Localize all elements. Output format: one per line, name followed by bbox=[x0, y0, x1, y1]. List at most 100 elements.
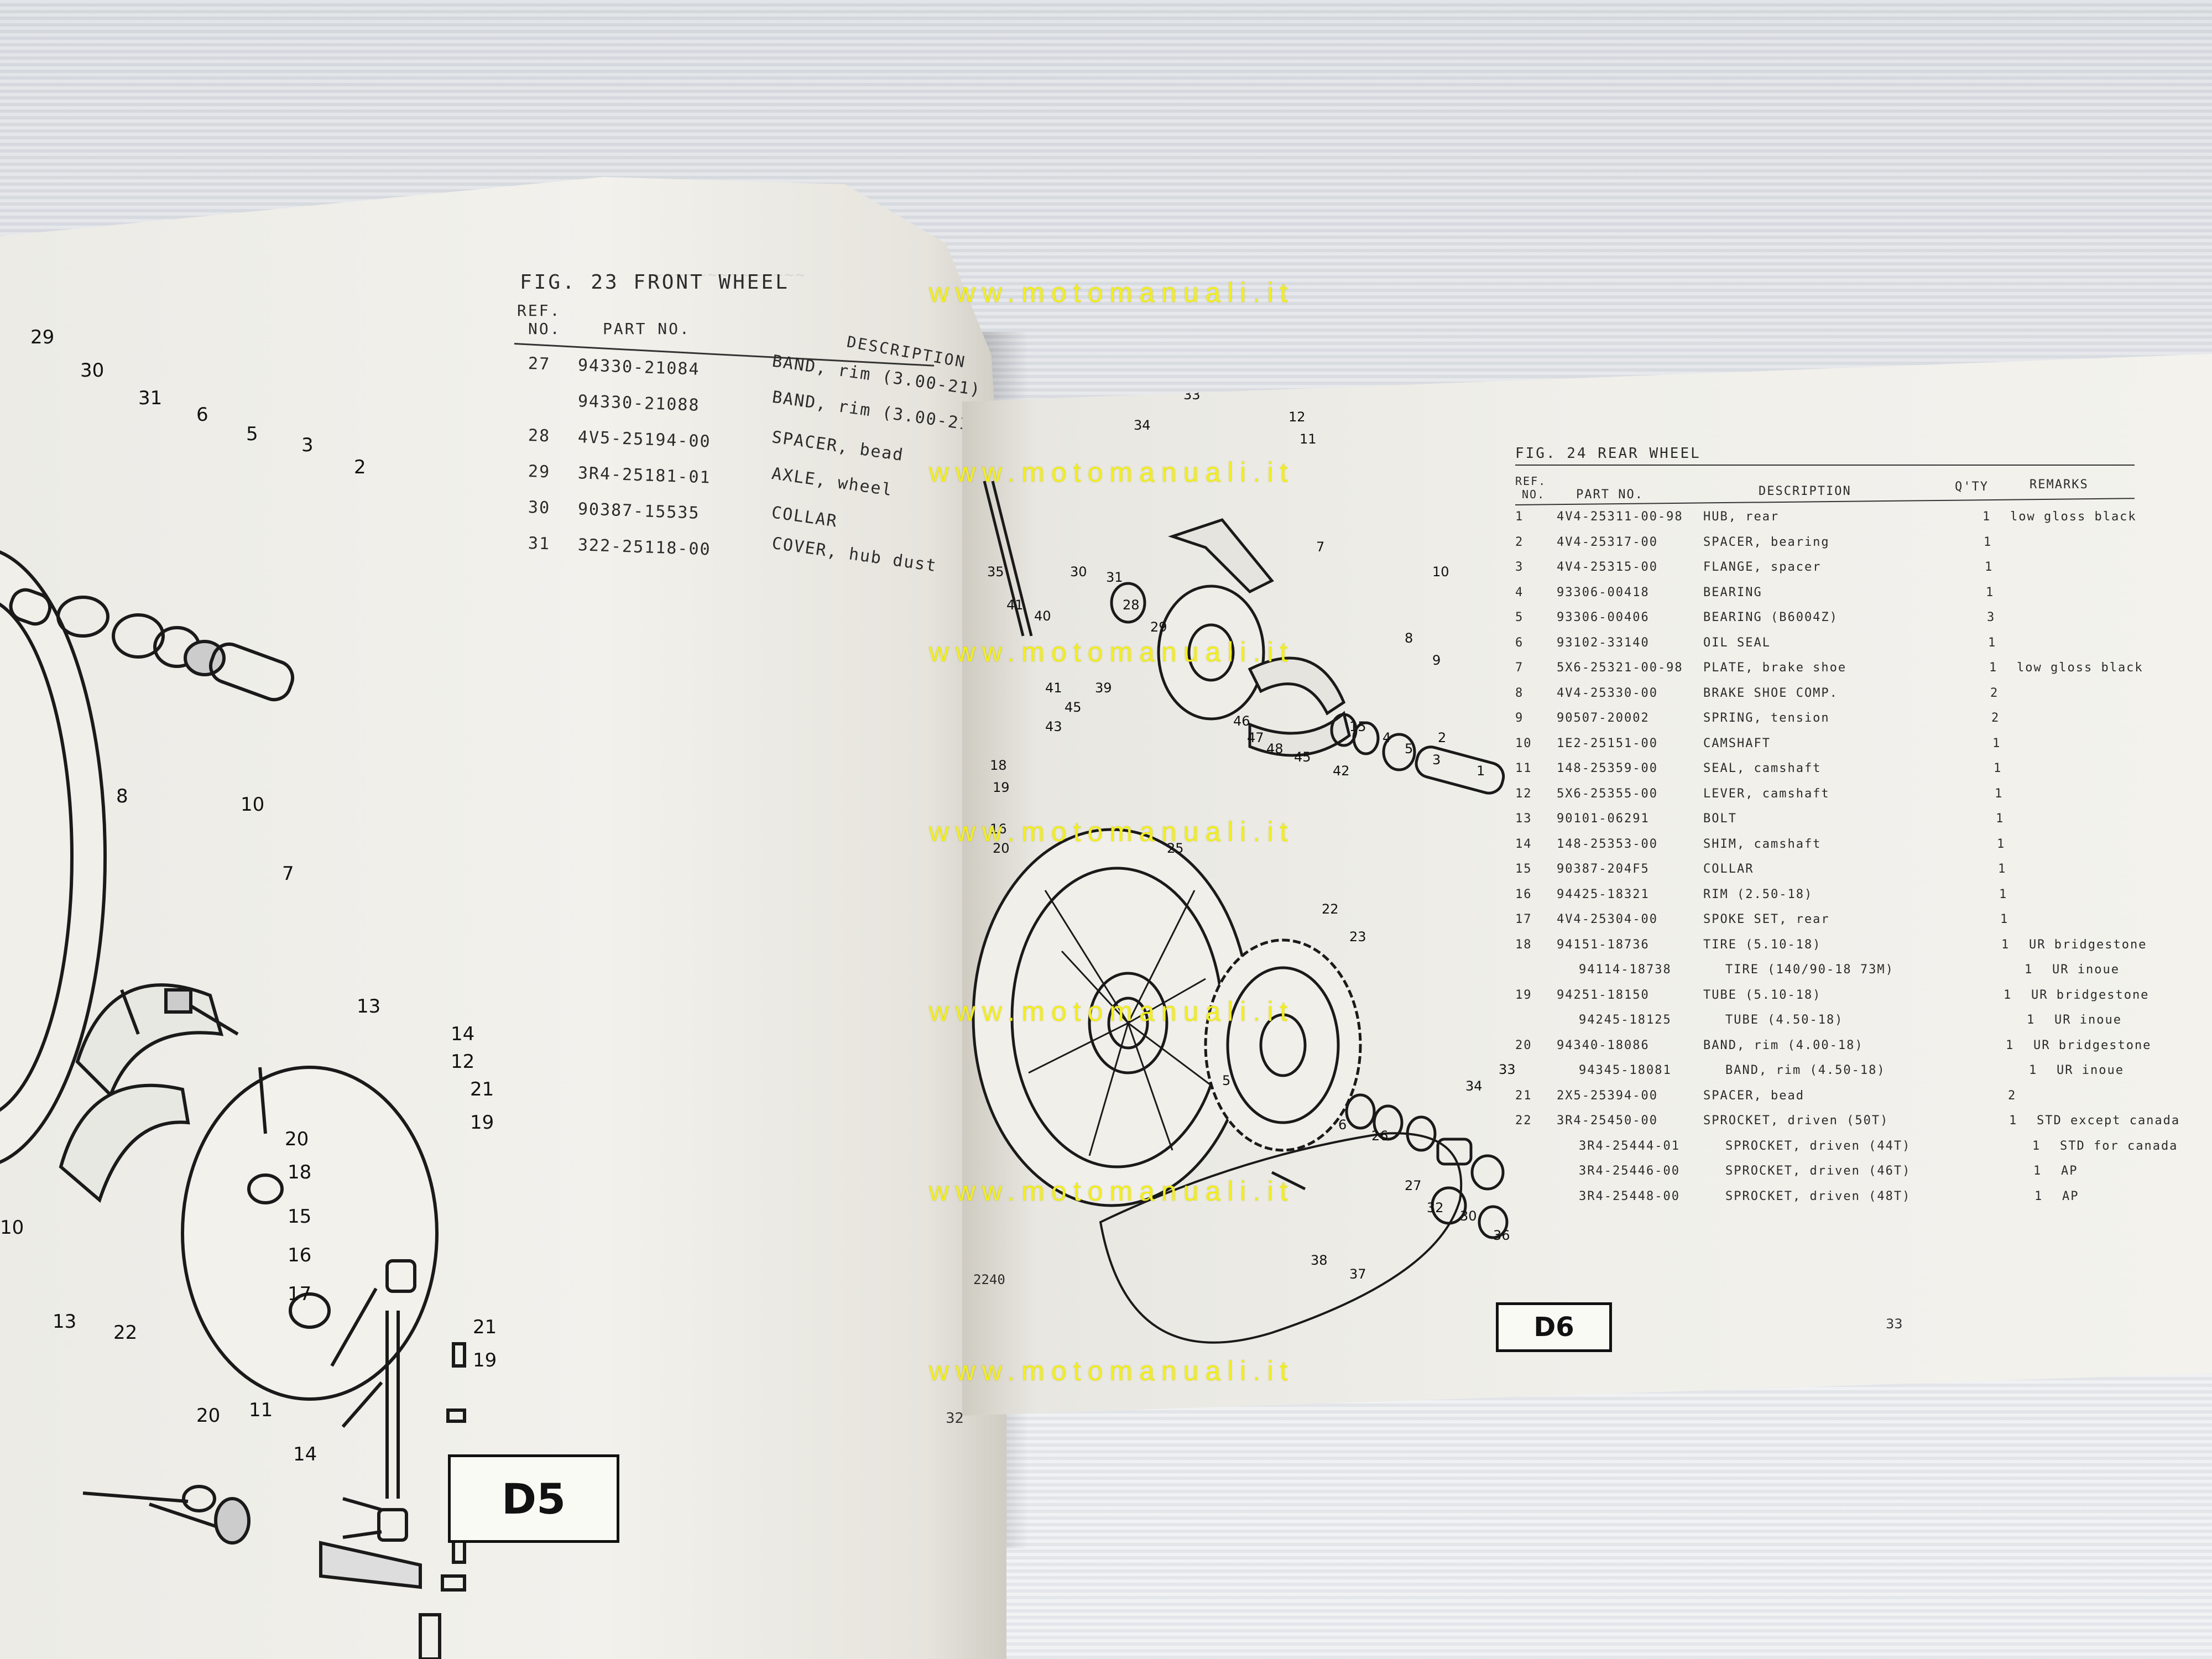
watermark-text: www.motomanuali.it bbox=[928, 277, 1295, 308]
table-cell-qty: 2 bbox=[1991, 711, 2000, 725]
table-cell-part: 94340-18086 bbox=[1557, 1038, 1650, 1052]
table-cell-qty: 1 bbox=[2033, 1164, 2042, 1178]
table-cell-qty: 1 bbox=[1985, 560, 1994, 574]
callout-label: 20 bbox=[993, 841, 1010, 856]
callout-label: 42 bbox=[1333, 763, 1350, 779]
callout-label: 3 bbox=[301, 434, 314, 456]
table-cell-desc: BAND, rim (4.50-18) bbox=[1725, 1063, 1886, 1077]
table-cell-remarks: UR inoue bbox=[2052, 963, 2120, 977]
callout-label: 19 bbox=[470, 1112, 494, 1134]
table-cell-qty: 1 bbox=[1999, 887, 2008, 901]
section-badge: D6 bbox=[1496, 1302, 1612, 1352]
table-cell-desc: BEARING (B6004Z) bbox=[1703, 611, 1838, 624]
table-cell-part: 4V4-25330-00 bbox=[1557, 686, 1658, 700]
table-cell-desc: SPOKE SET, rear bbox=[1703, 912, 1830, 926]
table-cell-desc: SEAL, camshaft bbox=[1703, 761, 1822, 775]
table-cell-qty: 1 bbox=[2000, 912, 2009, 926]
callout-label: 40 bbox=[1034, 608, 1051, 624]
table-cell-ref: 5 bbox=[1515, 611, 1524, 624]
table-cell-part: 94114-18738 bbox=[1579, 963, 1672, 977]
callout-label: 13 bbox=[357, 995, 381, 1018]
table-cell-desc: BOLT bbox=[1703, 812, 1737, 826]
callout-label: 11 bbox=[1300, 431, 1317, 447]
callout-label: 45 bbox=[1065, 700, 1082, 715]
table-cell-remarks: low gloss black bbox=[2017, 661, 2143, 675]
table-cell-remarks: low gloss black bbox=[2010, 510, 2137, 524]
callout-label: 12 bbox=[1288, 409, 1306, 425]
table-cell-qty: 1 bbox=[1984, 535, 1992, 549]
callout-label: 22 bbox=[113, 1322, 138, 1344]
callout-label: 9 bbox=[1432, 653, 1441, 668]
table-cell-qty: 1 bbox=[1994, 761, 2002, 775]
table-cell-qty: 1 bbox=[2004, 988, 2012, 1002]
callout-label: 41 bbox=[1045, 680, 1062, 696]
table-cell-part: 5X6-25355-00 bbox=[1557, 786, 1658, 801]
table-cell-remarks: UR bridgestone bbox=[2029, 937, 2147, 952]
table-cell-qty: 1 bbox=[2034, 1189, 2043, 1203]
watermark-text: www.motomanuali.it bbox=[928, 816, 1295, 847]
table-cell-part: 4V4-25311-00-98 bbox=[1557, 510, 1683, 524]
table-cell-qty: 1 bbox=[2029, 1063, 2038, 1077]
callout-label: 33 bbox=[1499, 1062, 1516, 1077]
table-cell-ref: 16 bbox=[1515, 887, 1532, 901]
table-cell-part: 94425-18321 bbox=[1557, 887, 1650, 901]
watermark-text: www.motomanuali.it bbox=[928, 1176, 1295, 1207]
table-cell-ref: 11 bbox=[1515, 761, 1532, 775]
right-page: FIG. 24 REAR WHEEL REF. NO. PART NO. DES… bbox=[962, 354, 2212, 1416]
table-cell-part: 94345-18081 bbox=[1579, 1063, 1672, 1077]
callout-label: 18 bbox=[990, 758, 1007, 773]
callout-label: 39 bbox=[1095, 680, 1112, 696]
corner-number: 2240 bbox=[973, 1272, 1005, 1287]
table-cell-part: 3R4-25446-00 bbox=[1579, 1164, 1680, 1178]
table-cell-qty: 1 bbox=[2006, 1038, 2015, 1052]
callout-label: 19 bbox=[993, 780, 1010, 795]
watermark-text: www.motomanuali.it bbox=[928, 457, 1295, 488]
callout-label: 8 bbox=[116, 785, 128, 807]
rear-wheel-exploded-diagram bbox=[972, 481, 1509, 1344]
table-cell-ref: 17 bbox=[1515, 912, 1532, 926]
callout-label: 14 bbox=[451, 1023, 475, 1045]
callout-label: 31 bbox=[1106, 570, 1123, 585]
table-cell-ref: 2 bbox=[1515, 535, 1524, 549]
table-cell-qty: 2 bbox=[1990, 686, 1999, 700]
table-cell-desc: COLLAR bbox=[1703, 862, 1754, 876]
callout-label: 5 bbox=[1405, 741, 1413, 757]
table-cell-part: 5X6-25321-00-98 bbox=[1557, 661, 1683, 675]
table-cell-qty: 1 bbox=[2025, 963, 2033, 977]
table-cell-desc: SPROCKET, driven (46T) bbox=[1725, 1164, 1911, 1178]
callout-label: 6 bbox=[196, 404, 208, 426]
table-cell-ref: 4 bbox=[1515, 585, 1524, 599]
table-cell-desc: SHIM, camshaft bbox=[1703, 837, 1822, 851]
callout-label: 19 bbox=[473, 1349, 497, 1371]
table-cell-qty: 2 bbox=[2008, 1088, 2017, 1103]
table-cell-part: 94251-18150 bbox=[1557, 988, 1650, 1002]
callout-label: 35 bbox=[987, 564, 1004, 580]
table-cell-qty: 1 bbox=[1997, 837, 2006, 851]
table-cell-desc: SPRING, tension bbox=[1703, 711, 1830, 725]
front-wheel-exploded-diagram bbox=[0, 546, 466, 1659]
table-cell-part: 3R4-25450-00 bbox=[1557, 1114, 1658, 1128]
page-number: 32 bbox=[946, 1410, 964, 1427]
table-cell-part: 90101-06291 bbox=[1557, 812, 1650, 826]
table-cell-part: 93306-00418 bbox=[1557, 585, 1650, 599]
callout-label: 32 bbox=[1427, 1200, 1444, 1215]
callout-label: 29 bbox=[30, 326, 55, 348]
table-cell-part: 3R4-25448-00 bbox=[1579, 1189, 1680, 1203]
table-cell-part: 148-25359-00 bbox=[1557, 761, 1658, 775]
table-cell-ref: 18 bbox=[1515, 937, 1532, 952]
callout-label: 30 bbox=[1070, 564, 1087, 580]
callout-label: 2 bbox=[1438, 730, 1447, 745]
table-cell-ref: 8 bbox=[1515, 686, 1524, 700]
table-cell-ref: 19 bbox=[1515, 988, 1532, 1002]
callout-label: 16 bbox=[288, 1244, 312, 1266]
callout-label: 8 bbox=[1405, 630, 1413, 646]
